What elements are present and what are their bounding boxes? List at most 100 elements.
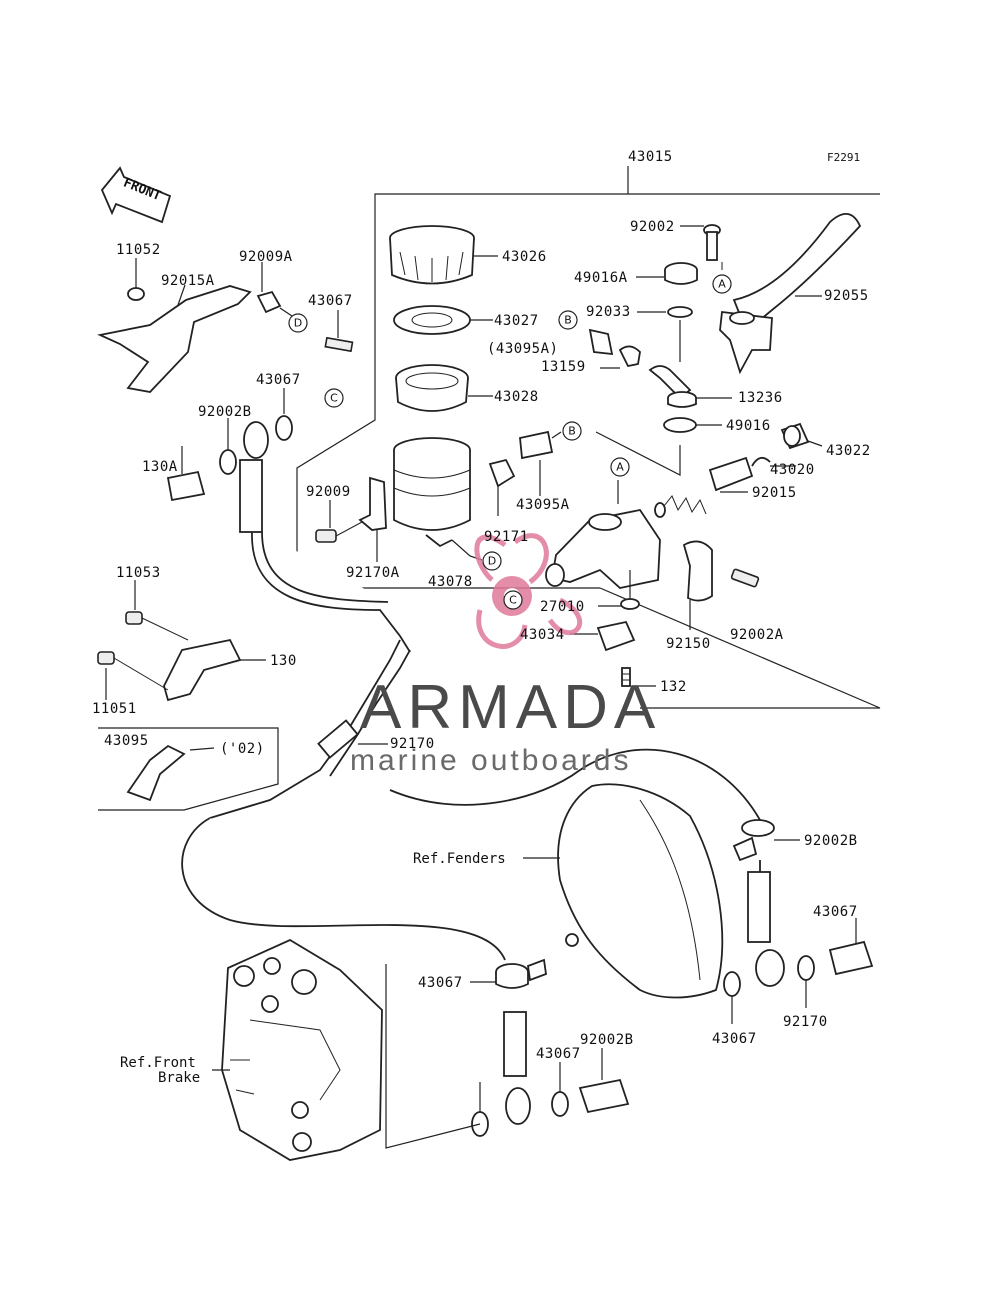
reservoir-diaphragm — [395, 364, 469, 412]
part-number-callout: ('02) — [220, 741, 265, 757]
hose-bracket-11053 — [97, 611, 242, 702]
reservoir-cap — [389, 225, 475, 285]
part-number-callout: 43067 — [256, 372, 301, 388]
boot-49016a — [664, 262, 698, 285]
circle-marker: C — [503, 590, 523, 610]
handlebar-clamp — [682, 540, 760, 602]
year-variant-box — [98, 727, 279, 811]
bolt-92009a — [324, 336, 354, 353]
part-number-callout: (43095A) — [487, 341, 558, 357]
part-number-callout: 92002B — [198, 404, 252, 420]
o-ring-92055 — [663, 417, 697, 433]
part-number-callout: 43067 — [536, 1046, 581, 1062]
reservoir-fitting — [618, 345, 697, 408]
ref-front-brake-line1: Ref.Front — [120, 1055, 196, 1071]
circle-marker: A — [610, 457, 630, 477]
part-number-callout: 92002B — [804, 833, 858, 849]
boot-49016 — [780, 422, 810, 450]
circle-marker: D — [288, 313, 308, 333]
part-number-callout: 43078 — [428, 574, 473, 590]
part-number-callout: 43095 — [104, 733, 149, 749]
part-number-callout: 49016A — [574, 270, 628, 286]
circle-marker-letter: C — [330, 392, 338, 405]
screw-92002a — [621, 667, 631, 687]
brake-lever — [719, 213, 862, 375]
hose-end-43095a — [588, 328, 614, 356]
banjo-fitting-lower — [471, 958, 630, 1137]
part-number-callout: 92002A — [730, 627, 784, 643]
part-number-callout: 92170 — [390, 736, 435, 752]
part-number-callout: 92009 — [306, 484, 351, 500]
reservoir-hose — [488, 430, 554, 488]
part-number-callout: 92170 — [783, 1014, 828, 1030]
part-number-callout: 92002 — [630, 219, 675, 235]
part-number-callout: 43028 — [494, 389, 539, 405]
circle-marker: C — [324, 388, 344, 408]
bolt-92015 — [620, 598, 640, 610]
circle-marker-letter: B — [568, 425, 576, 438]
part-number-callout: 43020 — [770, 462, 815, 478]
circle-marker-letter: B — [564, 314, 572, 327]
part-number-callout: 11052 — [116, 242, 161, 258]
circlip-43022 — [751, 456, 771, 467]
part-callouts: 430154302643027430284307843095A921719217… — [92, 149, 870, 1062]
part-number-callout: 92171 — [484, 529, 529, 545]
part-number-callout: 11053 — [116, 565, 161, 581]
part-number-callout: 43067 — [308, 293, 353, 309]
master-cylinder-body — [545, 508, 661, 589]
front-arrow-icon: FRONT — [100, 166, 172, 224]
bracket-11051 — [126, 744, 186, 802]
part-number-callout: 27010 — [540, 599, 585, 615]
watermark-tagline: marine outboards — [350, 744, 631, 777]
part-number-callout: 43095A — [516, 497, 570, 513]
part-number-callout: 132 — [660, 679, 687, 695]
reservoir-bracket — [315, 476, 387, 543]
hose-guide-bracket-11052 — [97, 285, 282, 393]
ref-front-brake-line2: Brake — [158, 1070, 200, 1086]
watermark-brand: ARMADA — [360, 673, 661, 742]
part-number-callout: 92015A — [161, 273, 215, 289]
banjo-fitting-right — [723, 819, 874, 997]
part-number-callout: 92055 — [824, 288, 869, 304]
piston-assembly — [654, 456, 754, 518]
part-number-callout: 49016 — [726, 418, 771, 434]
part-number-callout: 13236 — [738, 390, 783, 406]
circle-marker-letter: A — [718, 278, 726, 291]
circle-marker: D — [482, 551, 502, 571]
brake-hose — [181, 531, 761, 961]
brake-caliper — [221, 938, 383, 1161]
part-number-callout: 130A — [142, 459, 178, 475]
pivot-screw — [703, 224, 721, 261]
part-number-callout: 43067 — [712, 1031, 757, 1047]
circle-markers: A A B B C C D D — [288, 274, 732, 610]
circle-marker-letter: D — [294, 317, 302, 330]
reservoir-plate — [393, 305, 471, 335]
brake-switch — [596, 620, 636, 652]
front-fender — [557, 783, 724, 999]
part-number-callout: 43067 — [418, 975, 463, 991]
part-number-callout: 92002B — [580, 1032, 634, 1048]
part-number-callout: 11051 — [92, 701, 137, 717]
part-number-callout: 130 — [270, 653, 297, 669]
circle-marker: B — [558, 310, 578, 330]
ring-92033 — [667, 306, 693, 318]
circle-marker: A — [712, 274, 732, 294]
part-number-callout: 92170A — [346, 565, 400, 581]
part-number-callout: 43067 — [813, 904, 858, 920]
circle-marker-letter: D — [488, 555, 496, 568]
circle-marker-letter: C — [509, 594, 517, 607]
part-number-callout: 13159 — [541, 359, 586, 375]
part-number-callout: 43026 — [502, 249, 547, 265]
ref-fenders: Ref.Fenders — [413, 851, 506, 867]
circle-marker-letter: A — [616, 461, 624, 474]
reservoir-tank — [393, 437, 471, 548]
figure-code: F2291 — [827, 151, 860, 164]
part-number-callout: 43015 — [628, 149, 673, 165]
part-number-callout: 92033 — [586, 304, 631, 320]
banjo-fitting-upper — [166, 415, 293, 533]
circle-marker: B — [562, 421, 582, 441]
part-number-callout: 43034 — [520, 627, 565, 643]
part-number-callout: 92009A — [239, 249, 293, 265]
part-number-callout: 92150 — [666, 636, 711, 652]
